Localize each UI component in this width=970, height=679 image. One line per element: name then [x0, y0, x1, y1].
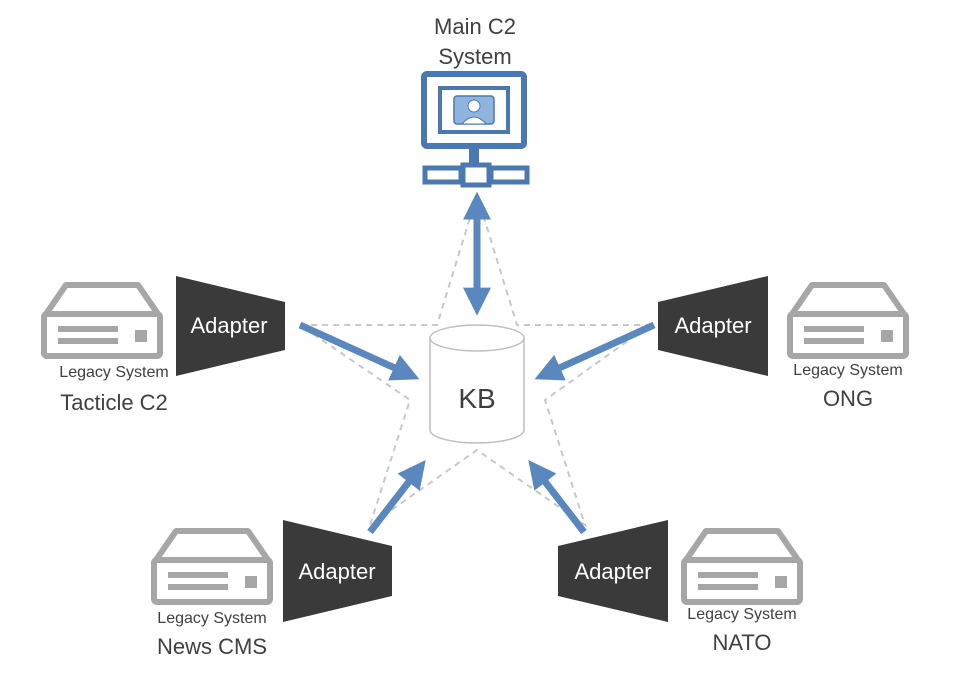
adapter-shape-nato	[558, 520, 668, 622]
kb-label: KB	[458, 383, 495, 414]
adapter-label-tacticle: Adapter	[190, 313, 267, 338]
star-dashed-outline	[296, 191, 654, 528]
legacy-name-ong: ONG	[822, 386, 874, 411]
legacy-caption-ong: Legacy System	[793, 362, 903, 379]
adapter-shape-news	[283, 520, 392, 622]
adapter-label-news: Adapter	[298, 559, 375, 584]
kb-database-icon	[429, 324, 525, 444]
adapter-shape-ong	[658, 276, 768, 376]
main-c2-title: Main C2 System	[400, 12, 550, 72]
arrow-tacticle-kb	[298, 321, 420, 381]
legacy-server-icon-ong	[787, 282, 909, 359]
arrow-nato-kb	[528, 460, 587, 535]
legacy-caption-nato: Legacy System	[687, 606, 797, 623]
legacy-name-tacticle: Tacticle C2	[60, 390, 168, 415]
main-c2-title-line1: Main C2	[434, 14, 516, 39]
legacy-name-news: News CMS	[156, 634, 267, 659]
legacy-server-icon-tacticle	[41, 282, 163, 359]
main-c2-title-line2: System	[438, 44, 512, 69]
legacy-name-nato: NATO	[712, 630, 772, 655]
computer-network-icon	[421, 71, 530, 188]
arrow-ong-kb	[534, 321, 656, 381]
legacy-caption-tacticle: Legacy System	[59, 364, 169, 381]
legacy-caption-news: Legacy System	[157, 610, 267, 627]
arrow-news-kb	[367, 460, 426, 535]
legacy-server-icon-nato	[681, 528, 803, 605]
adapter-label-nato: Adapter	[574, 559, 651, 584]
legacy-server-icon-news	[151, 528, 273, 605]
adapter-label-ong: Adapter	[674, 313, 751, 338]
adapter-shape-tacticle	[176, 276, 285, 376]
